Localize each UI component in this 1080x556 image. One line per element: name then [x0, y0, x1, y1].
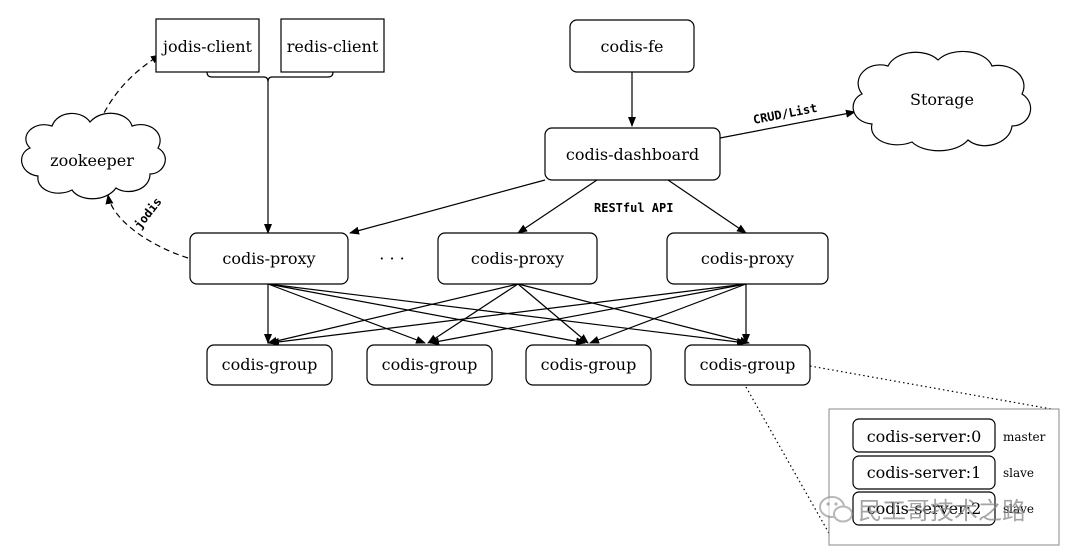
- codis-dashboard-node: codis-dashboard: [544, 127, 721, 181]
- edge-dashboard-proxy-2: [517, 179, 598, 234]
- zoom-line-bottom: [745, 386, 831, 536]
- storage-label: Storage: [910, 90, 974, 109]
- codis-server-0: codis-server:0 master: [852, 418, 1046, 453]
- codis-server-label: codis-server:1: [867, 463, 982, 482]
- codis-proxy-node-1: codis-proxy: [189, 232, 349, 285]
- storage-cloud: Storage: [852, 50, 1032, 152]
- codis-group-label: codis-group: [541, 355, 637, 374]
- edge-dashboard-proxy-3: [667, 179, 747, 234]
- server-role-label: slave: [1003, 466, 1034, 480]
- codis-server-2: codis-server:2 slave: [852, 491, 1034, 526]
- proxy-ellipsis: · · ·: [379, 249, 404, 268]
- codis-server-label: codis-server:0: [867, 427, 982, 446]
- codis-group-label: codis-group: [222, 355, 318, 374]
- wechat-icon: [819, 496, 853, 523]
- zookeeper-cloud: zookeeper: [21, 112, 166, 200]
- zoom-line-top: [809, 365, 1058, 411]
- watermark: 民工哥技术之路: [819, 496, 1026, 525]
- codis-dashboard-label: codis-dashboard: [566, 145, 699, 164]
- jodis-client-node: jodis-client: [155, 18, 260, 73]
- server-role-label: slave: [1003, 502, 1034, 516]
- codis-group-label: codis-group: [382, 355, 478, 374]
- server-role-label: master: [1003, 430, 1046, 444]
- zookeeper-label: zookeeper: [50, 151, 134, 170]
- codis-proxy-label: codis-proxy: [222, 249, 315, 268]
- codis-group-label: codis-group: [700, 355, 796, 374]
- edge-proxy-zookeeper: [105, 194, 189, 259]
- restful-api-label: RESTful API: [594, 201, 673, 215]
- codis-server-1: codis-server:1 slave: [852, 455, 1034, 490]
- proxy-group-mesh: [264, 283, 750, 346]
- jodis-edge-label: jodis: [131, 195, 164, 232]
- codis-fe-label: codis-fe: [601, 37, 664, 56]
- redis-client-node: redis-client: [280, 18, 385, 73]
- codis-proxy-label: codis-proxy: [471, 249, 564, 268]
- codis-proxy-node-3: codis-proxy: [666, 232, 829, 285]
- redis-client-label: redis-client: [287, 37, 379, 56]
- codis-proxy-node-2: codis-proxy: [437, 232, 598, 285]
- crud-list-label: CRUD/List: [752, 101, 819, 127]
- codis-fe-node: codis-fe: [569, 19, 695, 73]
- client-brace: [206, 71, 334, 83]
- codis-group-node-4: codis-group: [684, 344, 811, 386]
- codis-server-label: codis-server:2: [867, 499, 982, 518]
- jodis-client-label: jodis-client: [161, 37, 253, 56]
- codis-group-node-3: codis-group: [525, 344, 652, 386]
- watermark-text: 民工哥技术之路: [858, 497, 1026, 525]
- edge-dashboard-proxy-1: [349, 179, 546, 235]
- edge-dashboard-storage: [719, 109, 856, 139]
- codis-group-node-2: codis-group: [366, 344, 493, 386]
- edges: [91, 54, 1058, 536]
- codis-proxy-label: codis-proxy: [701, 249, 794, 268]
- group-detail-panel: codis-server:0 master codis-server:1 sla…: [828, 408, 1060, 546]
- codis-group-node-1: codis-group: [206, 344, 333, 386]
